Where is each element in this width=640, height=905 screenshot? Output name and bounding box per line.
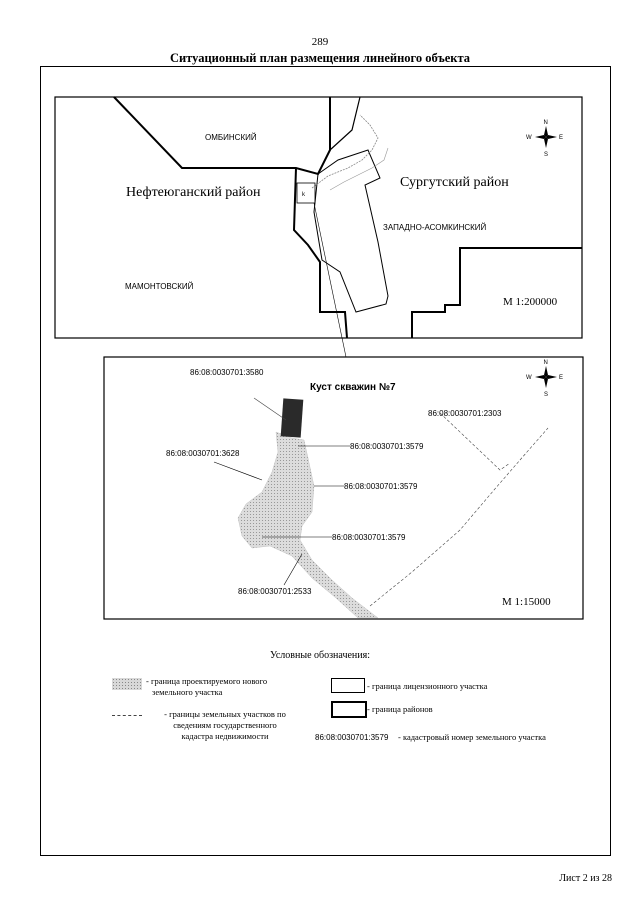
- district-boundary-ombinsky: [113, 96, 331, 176]
- compass-rose-detail-icon: N S W E: [526, 360, 563, 398]
- legend-swatch-projected-plot: [112, 678, 142, 690]
- svg-text:S: S: [544, 152, 548, 158]
- detail-map: Куст скважин №7 86:08:0030701:3580 86:08…: [103, 356, 584, 620]
- overview-inset-box: [296, 182, 316, 204]
- compass-rose-overview-icon: N S W E: [526, 120, 563, 158]
- cadastral-label-2533: 86:08:0030701:2533: [238, 587, 312, 596]
- leader-3628: [213, 461, 263, 481]
- cadastral-boundary-3580: [253, 397, 287, 421]
- district-boundary-west: [292, 167, 348, 339]
- sheet-number: Лист 2 из 28: [559, 873, 612, 884]
- cadastral-boundary-2303: [439, 412, 511, 471]
- overview-road: [311, 114, 379, 189]
- legend-districts: - граница районов: [367, 704, 433, 714]
- legend-swatch-cadastre: [112, 715, 142, 716]
- overview-map-border: [54, 96, 583, 339]
- svg-text:N: N: [544, 360, 548, 366]
- overview-road-2: [329, 147, 389, 191]
- svg-text:k: k: [302, 192, 306, 198]
- detail-scale: М 1:15000: [502, 596, 551, 608]
- overview-scale: М 1:200000: [503, 296, 558, 308]
- leader-2533: [283, 553, 303, 586]
- well-pad-7: [280, 398, 304, 438]
- legend-title: Условные обозначения:: [269, 650, 370, 661]
- legend-projected-plot: - граница проектируемого нового земельно…: [146, 676, 268, 697]
- well-pad-title: Куст скважин №7: [310, 382, 396, 393]
- legend-swatch-districts: [331, 701, 367, 718]
- svg-text:E: E: [559, 375, 563, 381]
- document-title: Ситуационный план размещения линейного о…: [169, 51, 471, 65]
- cadastral-boundary-long: [369, 427, 549, 607]
- svg-text:W: W: [526, 375, 532, 381]
- drawing-frame: [40, 66, 611, 856]
- label-nefteyugansky: Нефтеюганский район: [126, 185, 261, 200]
- legend-cadastral-desc: - кадастровый номер земельного участка: [398, 732, 546, 742]
- license-area: [313, 149, 389, 313]
- cadastral-label-3580: 86:08:0030701:3580: [190, 368, 264, 377]
- svg-text:E: E: [559, 135, 563, 141]
- cadastral-label-3628: 86:08:0030701:3628: [166, 449, 240, 458]
- district-boundary-zapadno: [411, 247, 582, 338]
- cadastral-label-3579b: 86:08:0030701:3579: [344, 482, 418, 491]
- legend-license: - граница лицензионного участка: [367, 681, 488, 691]
- svg-text:N: N: [544, 120, 548, 126]
- legend-swatch-license: [331, 678, 365, 693]
- detail-map-border: [103, 356, 584, 620]
- svg-text:W: W: [526, 135, 532, 141]
- label-zapadno: ЗАПАДНО-АСОМКИНСКИЙ: [383, 223, 487, 232]
- legend-cadastral-example: 86:08:0030701:3579: [315, 733, 389, 742]
- page-number: 289: [311, 36, 329, 48]
- legend-cadastre: - границы земельных участков по сведения…: [164, 709, 286, 741]
- cadastral-label-2303: 86:08:0030701:2303: [428, 409, 502, 418]
- label-mamontovsky: МАМОНТОВСКИЙ: [125, 282, 194, 291]
- label-ombinsky: ОМБИНСКИЙ: [205, 133, 257, 142]
- svg-text:S: S: [544, 392, 548, 398]
- cadastral-label-3579c: 86:08:0030701:3579: [332, 533, 406, 542]
- overview-map: k ОМБИНСКИЙ Нефтеюганский район Сургутск…: [54, 96, 583, 358]
- district-boundary-east: [329, 96, 361, 151]
- overview-leader-line: [313, 202, 347, 358]
- label-surgutsky: Сургутский район: [400, 175, 509, 190]
- cadastral-label-3579a: 86:08:0030701:3579: [350, 442, 424, 451]
